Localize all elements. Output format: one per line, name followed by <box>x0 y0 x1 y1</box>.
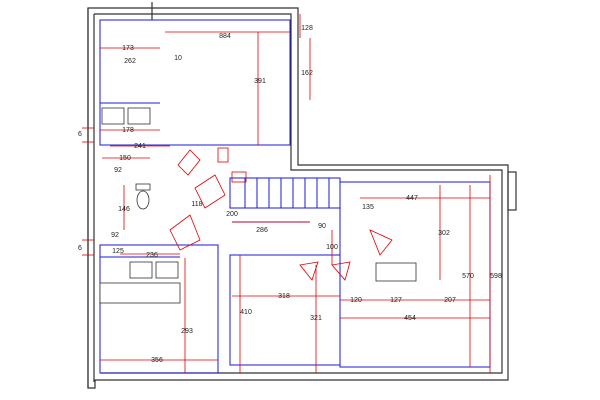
fixtures <box>99 107 417 304</box>
sink-top-left <box>101 107 125 125</box>
dim-label-120: 120 <box>350 297 362 304</box>
edge-marks <box>82 2 153 256</box>
dim-label-146: 146 <box>118 206 130 213</box>
door-swing-3 <box>169 214 201 251</box>
inner-wall-upper <box>94 13 503 374</box>
door-swing-2 <box>194 174 226 209</box>
toilet-tank <box>135 183 151 191</box>
dim-label-162: 162 <box>301 70 313 77</box>
sink-bottom-left <box>129 261 153 279</box>
dim-label-262: 262 <box>124 58 136 65</box>
dim-label-318: 318 <box>278 293 290 300</box>
dim-label-92a: 92 <box>114 167 122 174</box>
dim-label-200: 200 <box>226 211 238 218</box>
dim-label-128: 128 <box>301 25 313 32</box>
walls <box>87 7 517 389</box>
toilet <box>136 190 150 210</box>
dim-label-90: 90 <box>318 223 326 230</box>
dim-label-100: 100 <box>326 244 338 251</box>
cabinet-right <box>375 262 417 282</box>
dimension-labels: 173 884 128 262 10 391 162 178 6 241 150… <box>78 25 502 364</box>
dimension-lines <box>100 14 491 373</box>
door-swing-1 <box>177 149 201 176</box>
dim-label-884: 884 <box>219 33 231 40</box>
dim-label-127: 127 <box>390 297 402 304</box>
dim-label-92b: 92 <box>111 232 119 239</box>
room-top-left <box>99 19 291 146</box>
dim-label-570: 570 <box>462 273 474 280</box>
outer-wall-upper <box>87 7 509 389</box>
dim-label-293: 293 <box>181 328 193 335</box>
door-swing-5 <box>331 261 351 281</box>
stair-treads <box>244 178 330 208</box>
dim-label-6b: 6 <box>78 245 82 252</box>
cabinet-bottom-left <box>99 282 181 304</box>
dim-label-321: 321 <box>310 315 322 322</box>
dim-label-286: 286 <box>256 227 268 234</box>
dim-label-302: 302 <box>438 230 450 237</box>
dim-label-10: 10 <box>174 55 182 62</box>
doors <box>169 147 393 281</box>
door-frame-1 <box>217 147 229 163</box>
window-right <box>507 171 517 211</box>
dim-label-454: 454 <box>404 315 416 322</box>
dim-label-447: 447 <box>406 195 418 202</box>
dim-label-178: 178 <box>122 127 134 134</box>
dim-label-6a: 6 <box>78 131 82 138</box>
door-swing-6 <box>369 229 393 256</box>
dim-label-150: 150 <box>119 155 131 162</box>
dim-label-173: 173 <box>122 45 134 52</box>
dim-label-236: 236 <box>146 252 158 259</box>
door-frame-2 <box>231 171 247 183</box>
room-bottom-left <box>99 244 219 374</box>
dim-label-125: 125 <box>112 248 124 255</box>
sink-top-right <box>127 107 151 125</box>
dim-label-598: 598 <box>490 273 502 280</box>
dim-label-410: 410 <box>240 309 252 316</box>
door-swing-4 <box>299 261 319 281</box>
staircase <box>229 177 341 209</box>
plan-lines <box>99 19 491 374</box>
dim-label-135: 135 <box>362 204 374 211</box>
dim-label-391: 391 <box>254 78 266 85</box>
dim-label-356: 356 <box>151 357 163 364</box>
dim-label-118: 118 <box>191 201 202 208</box>
sink-bottom-right <box>155 261 179 279</box>
dim-label-241: 241 <box>134 143 146 150</box>
dim-label-207: 207 <box>444 297 456 304</box>
